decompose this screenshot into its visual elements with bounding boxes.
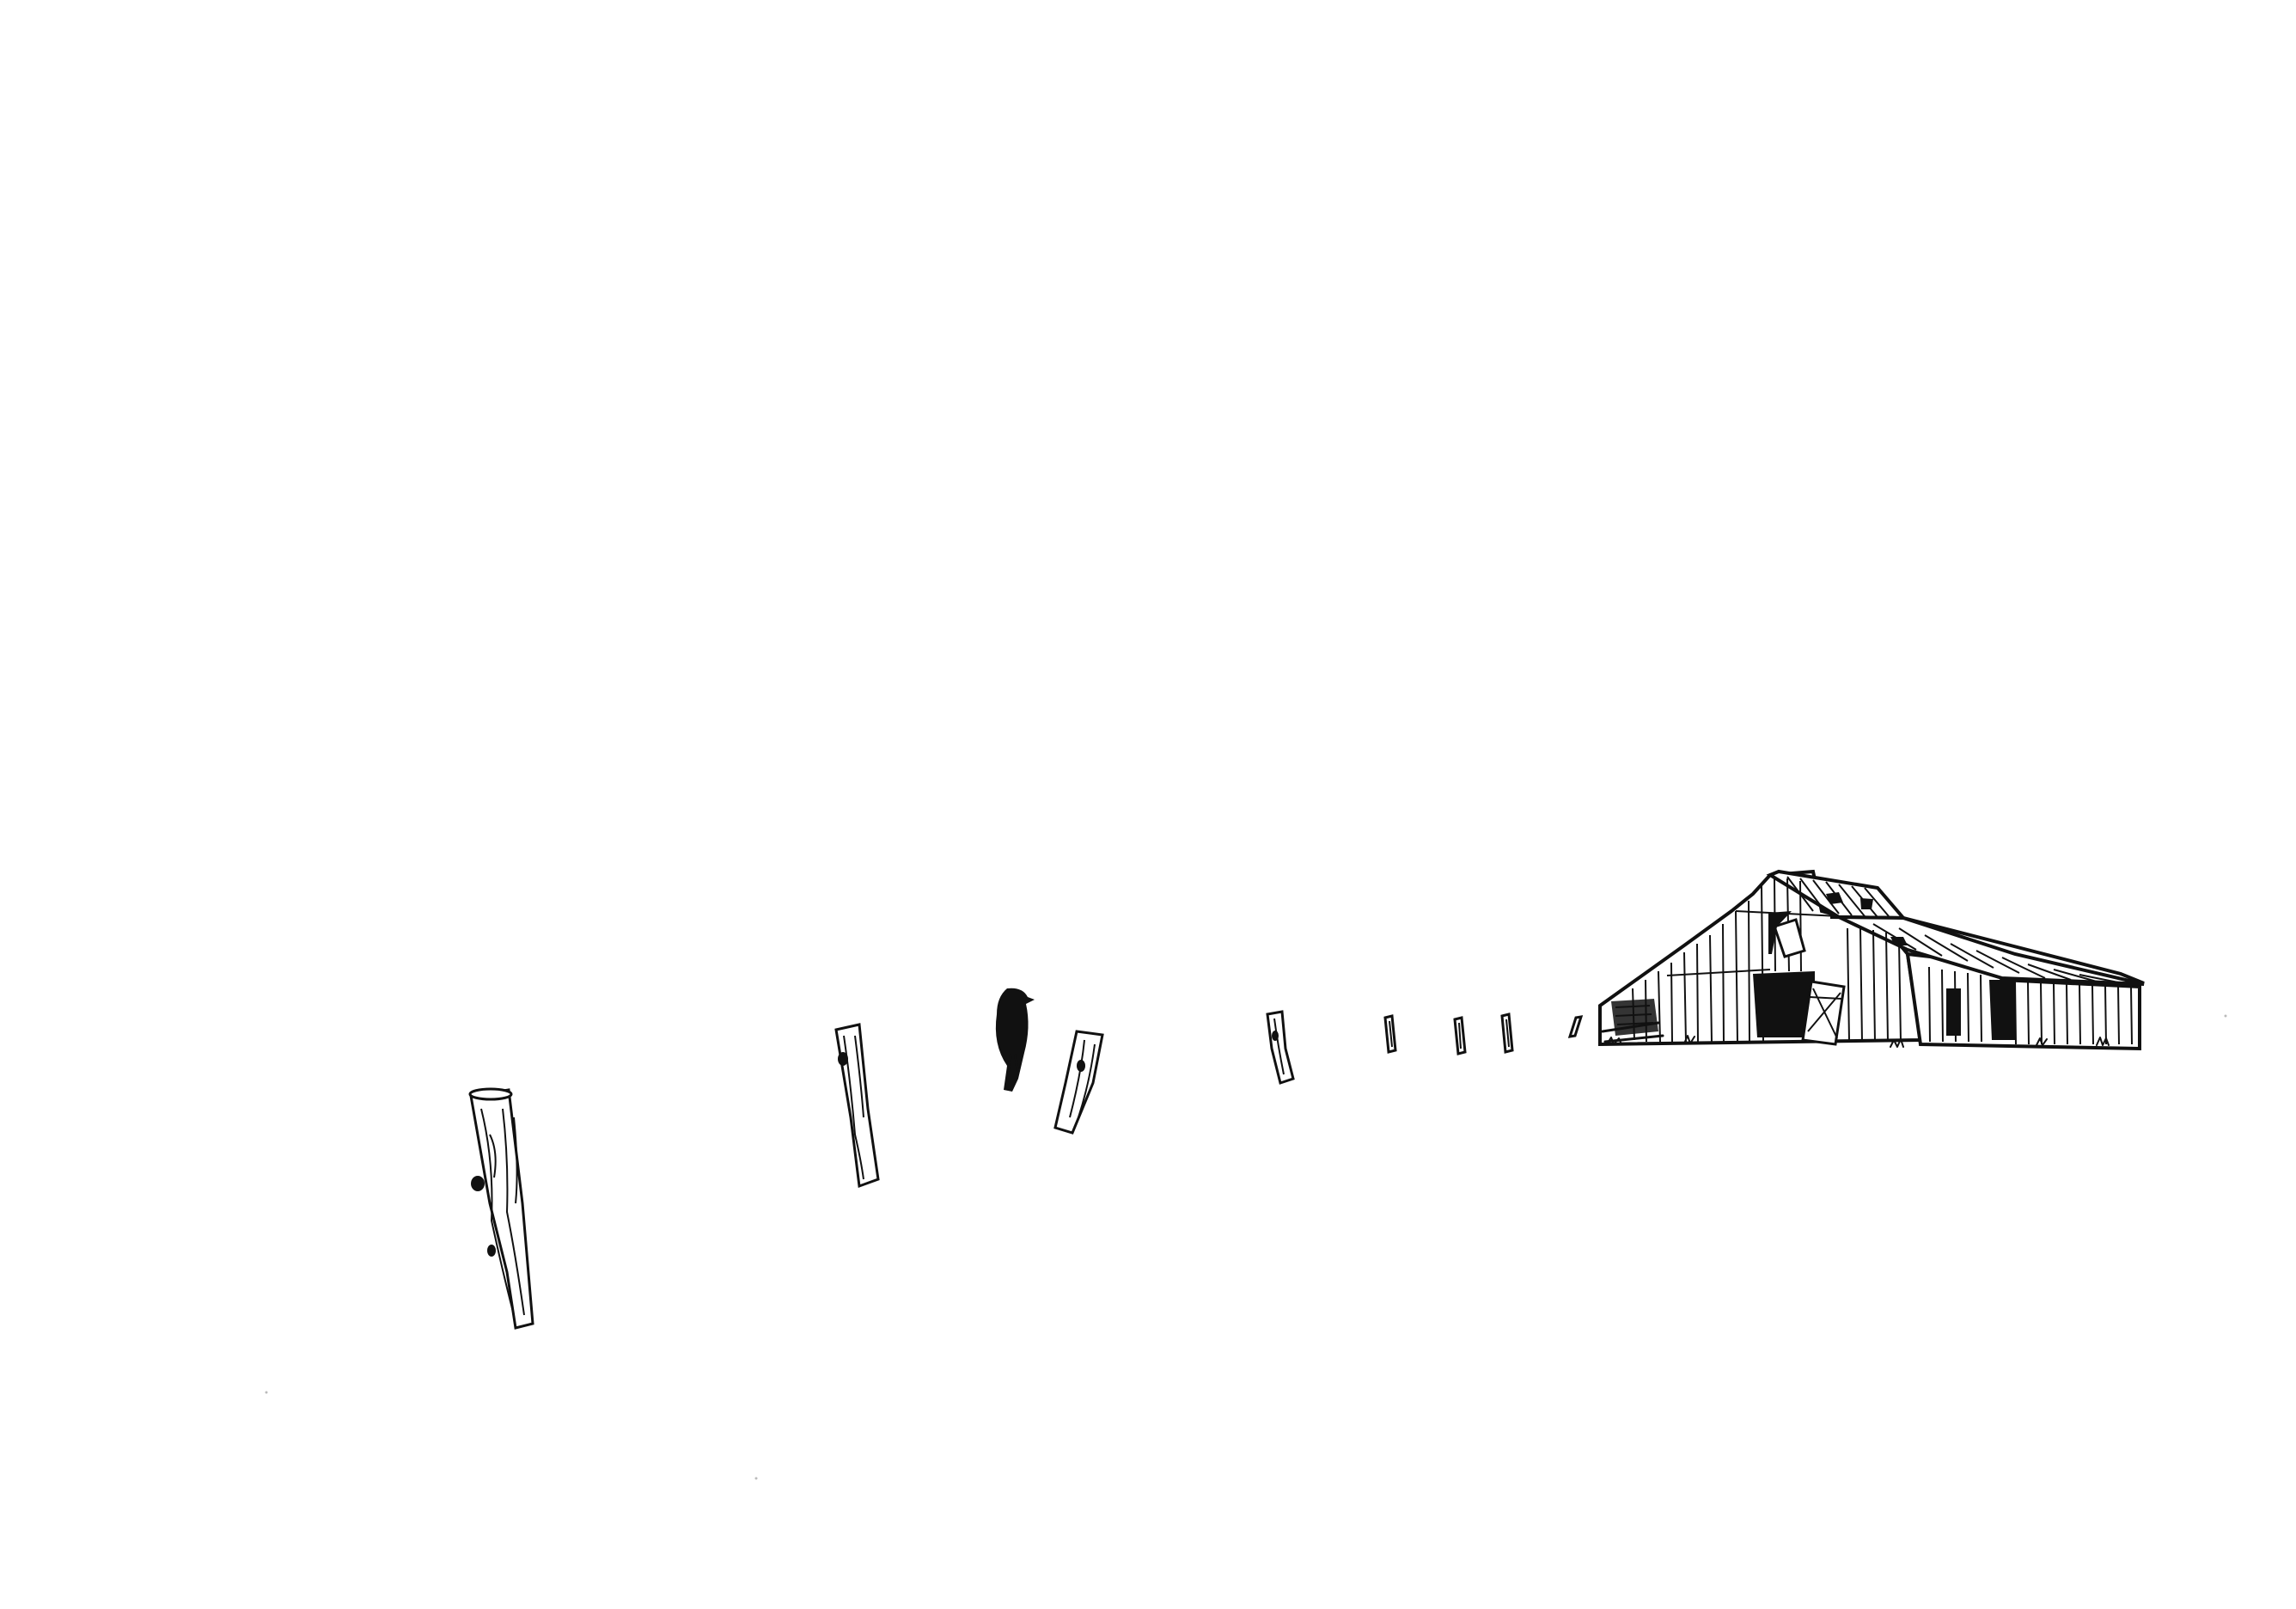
fence-post-1: [468, 1087, 534, 1330]
fence-post-7: [1500, 1013, 1514, 1054]
fence-post-2: [834, 1023, 880, 1189]
fence-post-8: [1567, 1015, 1584, 1038]
old-barn: [1598, 869, 2145, 1051]
fence-post-4: [1266, 1010, 1295, 1085]
fence-post-3: [1053, 1030, 1104, 1135]
fence-post-6: [1453, 1016, 1467, 1055]
crow-bird: [995, 988, 1035, 1092]
barn-door: [1801, 980, 1846, 1046]
fence-post-5: [1383, 1014, 1397, 1054]
barn-doorway: [1753, 971, 1815, 1037]
paper-specks: [265, 1014, 2227, 1480]
